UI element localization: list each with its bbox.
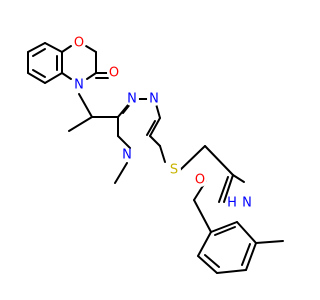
atom-label-n: N — [122, 148, 132, 163]
bond — [146, 120, 156, 136]
oxazinone-ring — [61, 45, 109, 80]
bond — [68, 116, 93, 132]
amide-nh: N H — [226, 196, 254, 211]
bond — [193, 199, 212, 233]
atom-label-o: O — [109, 66, 119, 81]
bond — [245, 242, 257, 271]
bond — [85, 45, 97, 53]
atom-label-o: O — [195, 173, 205, 188]
thioacetamide-chain — [149, 135, 245, 203]
bond — [27, 72, 46, 84]
oxygen-atom: O — [72, 36, 86, 51]
atom-label-n: N — [74, 78, 84, 93]
atom-label-h: H — [227, 196, 237, 211]
bond — [149, 117, 161, 137]
atom-label-s: S — [170, 163, 178, 178]
atom-labels: O N O N N N S O — [72, 36, 254, 211]
nitrogen-atom: N — [147, 92, 161, 107]
bond — [177, 145, 206, 173]
bond — [117, 104, 129, 118]
bond — [218, 176, 229, 203]
bond — [149, 135, 161, 147]
bond — [155, 103, 161, 119]
bond — [210, 221, 238, 233]
bond — [204, 145, 234, 176]
bond — [216, 269, 247, 274]
sulfur-atom: S — [167, 163, 181, 178]
oxygen-atom: O — [107, 66, 121, 81]
bond — [223, 174, 234, 203]
bond — [44, 72, 63, 84]
atom-label-n: N — [149, 92, 159, 107]
triazole-ring — [114, 98, 161, 184]
atom-label-n: N — [127, 92, 137, 107]
tolyl-ring — [193, 180, 284, 274]
bond — [117, 135, 131, 149]
nitrogen-atom: N — [125, 92, 139, 107]
bond — [204, 254, 220, 268]
bond — [27, 42, 46, 53]
benzo-ring — [27, 42, 63, 84]
atom-label-o: O — [74, 36, 84, 51]
bond — [44, 42, 63, 53]
bond — [232, 174, 245, 183]
bond — [214, 226, 236, 236]
bond — [32, 48, 46, 57]
bond — [197, 255, 218, 274]
bond — [241, 243, 251, 266]
bond — [78, 93, 93, 118]
atom-label-n: N — [242, 196, 252, 211]
bond — [86, 72, 97, 80]
bond — [61, 45, 72, 53]
ethyl-linker — [68, 93, 119, 132]
bond — [197, 231, 212, 257]
bond — [159, 145, 166, 163]
bond — [255, 240, 284, 244]
nitrogen-atom: N — [72, 78, 86, 93]
bond — [114, 162, 128, 184]
chemical-structure: O N O N N N S O — [27, 36, 284, 274]
bond — [32, 69, 46, 78]
bond — [61, 72, 72, 80]
oxygen-atom: O — [193, 173, 207, 188]
nitrogen-atom: N — [120, 148, 134, 163]
bond — [236, 221, 257, 244]
